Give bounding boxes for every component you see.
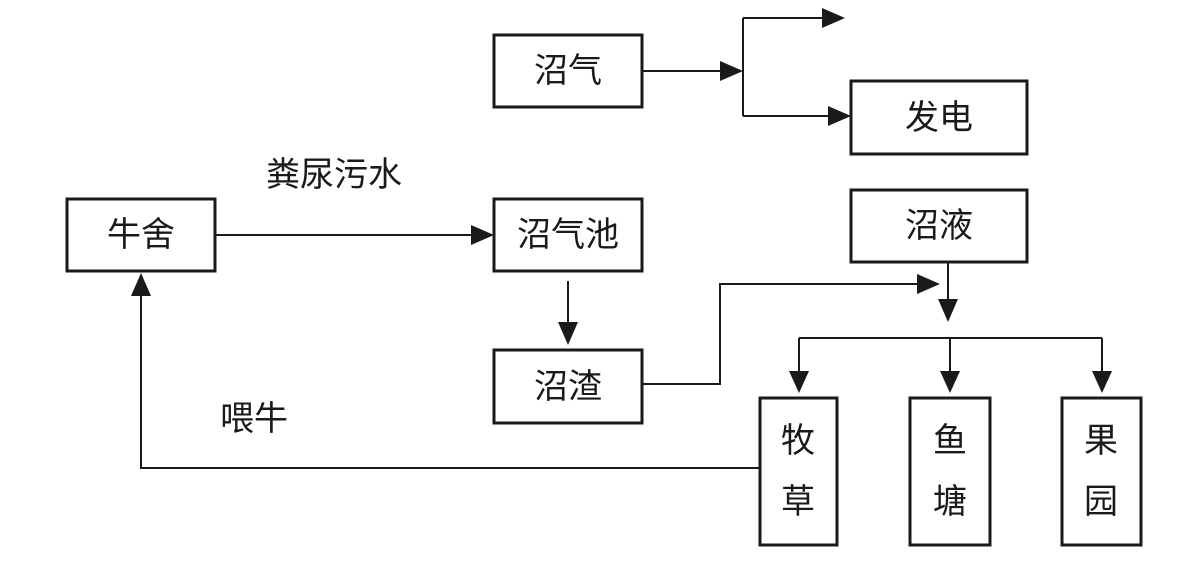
branch-top-arrowhead <box>822 8 845 28</box>
fishpond-label-char-1: 鱼 <box>933 420 967 461</box>
residue-arrowhead <box>558 322 578 345</box>
forage-box <box>758 396 839 547</box>
power-arrowhead <box>828 106 851 126</box>
biogas-arrowhead <box>720 61 743 81</box>
orchard-label-char-1: 果 <box>1084 420 1118 461</box>
orchard-label: 果 园 <box>1078 410 1124 533</box>
fishpond-box <box>908 396 992 547</box>
fishpond-label-char-2: 塘 <box>933 482 967 523</box>
orchard-label-char-2: 园 <box>1084 482 1118 523</box>
manure-edge-label: 粪尿污水 <box>266 155 402 195</box>
biogas-box <box>492 33 644 109</box>
fishpond-label: 鱼 塘 <box>927 410 973 533</box>
residue-to-crops-link <box>642 283 918 385</box>
forage-label: 牧 草 <box>775 410 821 533</box>
power-box <box>849 79 1029 156</box>
forage-label-char-2: 草 <box>781 482 815 523</box>
digester-box <box>492 197 644 273</box>
cowshed-box <box>65 197 217 273</box>
feed-edge-label: 喂牛 <box>220 399 288 439</box>
slurry-label: 沼液 <box>905 206 973 246</box>
digester-arrowhead <box>471 225 494 245</box>
digester-label: 沼气池 <box>517 215 619 255</box>
forage-label-char-1: 牧 <box>781 420 815 461</box>
feed-link <box>140 296 760 469</box>
cowshed-label: 牛舍 <box>107 215 175 255</box>
biogas-label: 沼气 <box>534 51 602 91</box>
cowshed-arrowhead <box>131 273 151 296</box>
slurry-box <box>849 188 1029 264</box>
slurry-arrowhead <box>938 299 958 322</box>
residue-label: 沼渣 <box>534 366 602 407</box>
orchard-box <box>1060 396 1143 547</box>
residue-box <box>492 348 644 425</box>
fishpond-arrowhead <box>940 371 960 393</box>
junction-arrowhead <box>917 274 940 294</box>
orchard-arrowhead <box>1092 371 1112 393</box>
forage-arrowhead <box>789 371 809 393</box>
power-label: 发电 <box>905 97 973 138</box>
